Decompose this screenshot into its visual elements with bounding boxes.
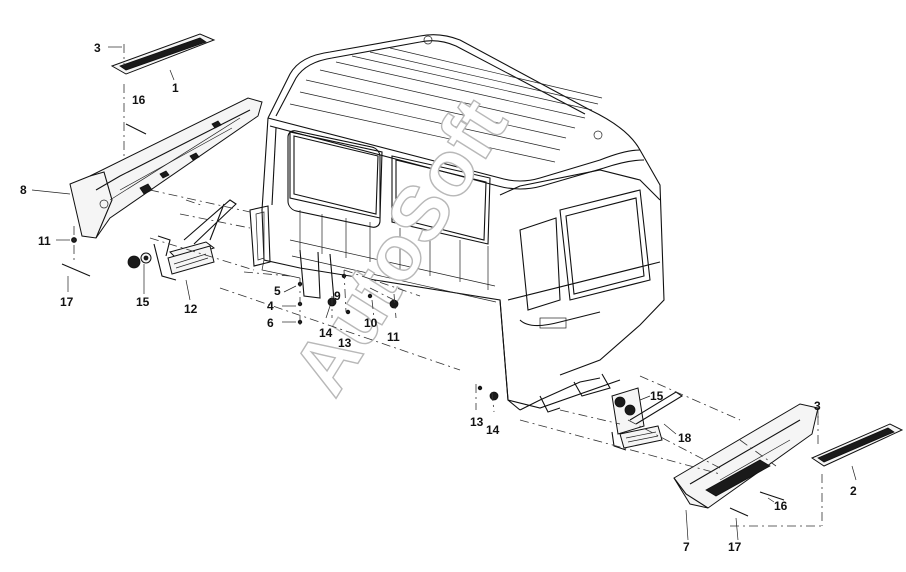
callout-13-mid: 13 — [338, 336, 352, 350]
callout-7: 7 — [683, 540, 690, 554]
assembly-lines — [73, 44, 823, 527]
bolt-16-right — [759, 491, 785, 501]
cab-body — [249, 34, 665, 413]
callout-3-right: 3 — [814, 399, 821, 413]
nuts-15-right — [614, 396, 636, 416]
callout-9: 9 — [334, 289, 341, 303]
callout-16-right: 16 — [774, 499, 788, 513]
left-step-bracket — [69, 97, 263, 239]
callout-14-right: 14 — [486, 423, 500, 437]
callout-17-left: 17 — [60, 295, 74, 309]
left-step-assembly — [153, 199, 237, 281]
bolt-17-right — [729, 507, 749, 517]
callout-3-top: 3 — [94, 41, 101, 55]
callout-5: 5 — [274, 284, 281, 298]
callout-14-mid: 14 — [319, 326, 333, 340]
callout-13-right: 13 — [470, 415, 484, 429]
fastener-13-right — [477, 385, 483, 391]
callout-4: 4 — [267, 299, 274, 313]
callout-18: 18 — [678, 431, 692, 445]
watermark: AutoSoft — [275, 83, 524, 409]
callout-10: 10 — [364, 316, 378, 330]
right-step-bracket — [673, 403, 819, 509]
callout-labels: 3 1 16 8 11 17 15 12 5 4 6 9 14 13 10 11… — [20, 41, 857, 554]
callout-17-right: 17 — [728, 540, 742, 554]
bolt-16-left — [125, 123, 147, 135]
callout-16-left: 16 — [132, 93, 146, 107]
nuts-15-left — [127, 252, 152, 269]
leader-lines — [31, 46, 857, 541]
callout-8: 8 — [20, 183, 27, 197]
callout-11-mid: 11 — [387, 330, 400, 344]
callout-15-left: 15 — [136, 295, 150, 309]
step-plate-top — [110, 33, 216, 75]
fastener-14-right — [489, 391, 499, 401]
bolt-17-left — [61, 263, 91, 277]
step-plate-right — [810, 423, 904, 467]
callout-6: 6 — [267, 316, 274, 330]
callout-15-right: 15 — [650, 389, 664, 403]
callout-11-left: 11 — [38, 234, 51, 248]
callout-1: 1 — [172, 81, 179, 95]
callout-2: 2 — [850, 484, 857, 498]
callout-12: 12 — [184, 302, 198, 316]
